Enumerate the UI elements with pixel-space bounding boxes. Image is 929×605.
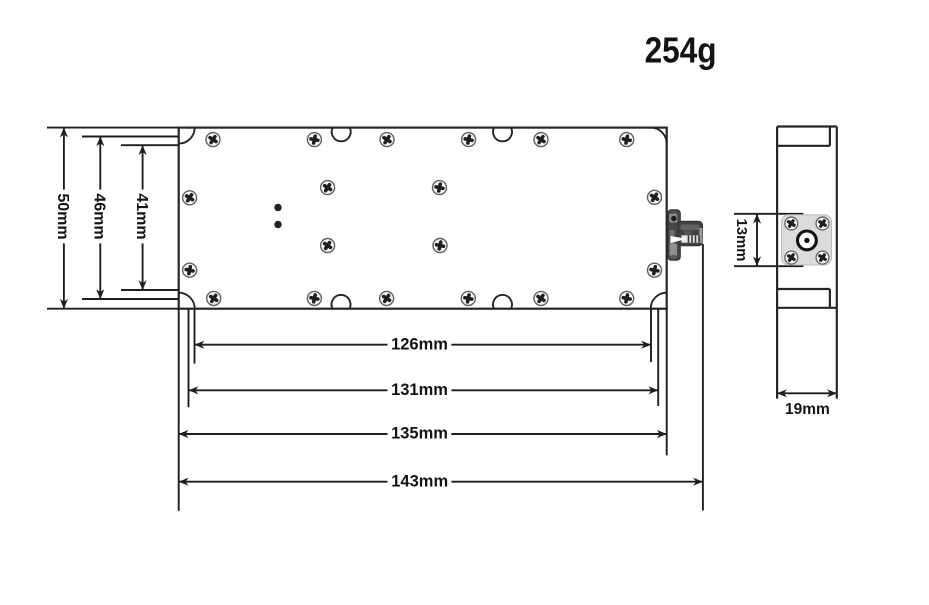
svg-text:19mm: 19mm xyxy=(785,401,830,418)
svg-text:126mm: 126mm xyxy=(391,335,448,353)
svg-text:135mm: 135mm xyxy=(391,425,448,443)
svg-text:254g: 254g xyxy=(645,29,717,70)
svg-text:13mm: 13mm xyxy=(733,219,749,262)
svg-text:143mm: 143mm xyxy=(391,472,448,490)
svg-text:41mm: 41mm xyxy=(133,193,150,239)
svg-text:46mm: 46mm xyxy=(91,193,108,239)
svg-text:131mm: 131mm xyxy=(391,381,448,399)
svg-text:50mm: 50mm xyxy=(54,193,71,239)
